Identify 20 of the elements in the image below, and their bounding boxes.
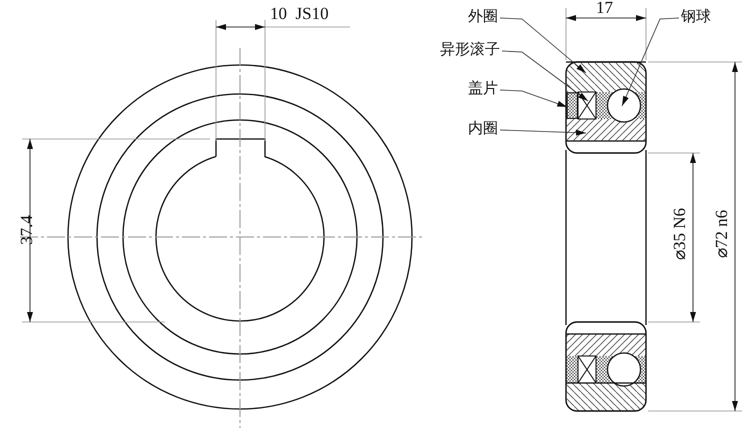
leader-line: [500, 130, 586, 136]
part-label: 外圈: [468, 8, 498, 26]
dimension-text: 10 JS10: [270, 6, 329, 22]
section-part: [578, 92, 596, 120]
leader-line: [500, 90, 568, 108]
part-label: 钢球: [681, 8, 711, 26]
part-label: 内圈: [468, 120, 498, 138]
section-part: [566, 62, 646, 92]
leader-line: [622, 18, 680, 106]
ball-section: [606, 88, 642, 123]
section-part: [566, 92, 578, 119]
dimension-text: ⌀35 N6: [672, 206, 688, 262]
dimension-text: ⌀72 n6: [714, 208, 730, 260]
part-label: 盖片: [468, 80, 498, 98]
leader-line: [500, 18, 586, 74]
dimension-text: 37.4: [19, 214, 35, 247]
part-label: 异形滚子: [440, 41, 500, 59]
dimension-text: 17: [596, 0, 613, 16]
leader-line: [502, 50, 588, 102]
section-part: [566, 119, 646, 141]
